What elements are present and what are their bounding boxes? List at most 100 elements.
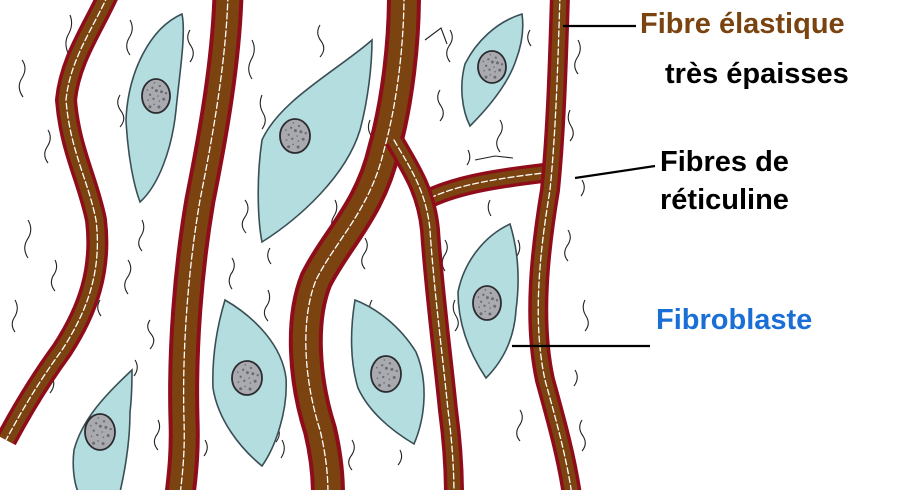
chromatin-speck xyxy=(149,105,152,108)
chromatin-speck xyxy=(95,422,97,424)
chromatin-speck xyxy=(491,61,494,64)
chromatin-speck xyxy=(376,367,378,369)
elastic-fiber xyxy=(6,0,108,440)
chromatin-speck xyxy=(485,289,487,291)
chromatin-speck xyxy=(480,312,483,315)
chromatin-speck xyxy=(250,382,252,384)
chromatin-speck xyxy=(257,374,259,376)
chromatin-speck xyxy=(101,431,103,433)
chromatin-speck xyxy=(245,364,247,366)
chromatin-speck xyxy=(379,372,381,374)
chromatin-speck xyxy=(293,122,295,124)
chromatin-speck xyxy=(377,378,379,380)
chromatin-speck xyxy=(488,302,490,304)
chromatin-speck xyxy=(478,296,480,298)
label-reticulin-fibers-line2: réticuline xyxy=(660,184,789,217)
chromatin-speck xyxy=(250,367,252,369)
elastic-fiber xyxy=(180,0,228,490)
chromatin-speck xyxy=(488,313,491,316)
chromatin-speck xyxy=(155,89,158,92)
chromatin-speck xyxy=(483,305,485,307)
chromatin-speck xyxy=(91,436,93,438)
chromatin-speck xyxy=(385,367,388,370)
chromatin-speck xyxy=(240,376,242,378)
chromatin-speck xyxy=(483,70,485,72)
chromatin-speck xyxy=(490,292,492,294)
chromatin-speck xyxy=(147,99,149,101)
chromatin-speck xyxy=(480,301,482,303)
chromatin-speck xyxy=(249,388,252,391)
chromatin-speck xyxy=(288,134,290,136)
elastic-fiber xyxy=(538,0,572,490)
chromatin-speck xyxy=(244,386,246,388)
chromatin-speck xyxy=(387,373,389,375)
chromatin-speck xyxy=(92,442,95,445)
chromatin-speck xyxy=(493,305,496,308)
chromatin-speck xyxy=(298,125,300,127)
chromatin-speck xyxy=(149,94,151,96)
reticulin-fiber-horizontal xyxy=(430,172,552,198)
chromatin-speck xyxy=(487,58,489,60)
chromatin-speck xyxy=(152,98,154,100)
chromatin-speck xyxy=(489,74,491,76)
chromatin-speck xyxy=(93,430,95,432)
label-fibroblast: Fibroblaste xyxy=(656,304,812,337)
chromatin-speck xyxy=(491,297,494,300)
chromatin-speck xyxy=(305,132,307,134)
chromatin-speck xyxy=(162,98,165,101)
chromatin-speck xyxy=(151,87,153,89)
fibroblast-cell xyxy=(352,300,425,444)
chromatin-speck xyxy=(482,294,484,296)
chromatin-speck xyxy=(478,306,480,308)
chromatin-speck xyxy=(290,127,292,129)
chromatin-speck xyxy=(490,54,492,56)
chromatin-speck xyxy=(485,65,487,67)
chromatin-speck xyxy=(501,63,503,65)
chromatin-speck xyxy=(396,370,398,372)
chromatin-speck xyxy=(153,104,155,106)
chromatin-speck xyxy=(239,387,242,390)
chromatin-speck xyxy=(96,434,98,436)
chromatin-speck xyxy=(90,425,92,427)
chromatin-speck xyxy=(158,100,160,102)
chromatin-speck xyxy=(160,90,163,93)
chromatin-speck xyxy=(243,380,245,382)
chromatin-speck xyxy=(393,376,396,379)
chromatin-speck xyxy=(110,428,112,430)
chromatin-speck xyxy=(484,311,486,313)
chromatin-speck xyxy=(496,61,499,64)
chromatin-speck xyxy=(165,92,167,94)
chromatin-speck xyxy=(242,369,244,371)
chromatin-speck xyxy=(389,362,391,364)
chromatin-speck xyxy=(254,380,257,383)
chromatin-speck xyxy=(489,307,491,309)
chromatin-speck xyxy=(103,437,105,439)
fibroblast-cell xyxy=(73,370,132,490)
chromatin-speck xyxy=(246,371,249,374)
chromatin-speck xyxy=(157,95,159,97)
fibroblast-cell xyxy=(126,14,183,202)
label-reticulin-fibers: Fibres de xyxy=(660,146,789,179)
chromatin-speck xyxy=(485,76,488,79)
fibroblast-cell xyxy=(458,224,518,378)
fibroblast-cell xyxy=(213,300,286,466)
chromatin-speck xyxy=(238,381,240,383)
chromatin-speck xyxy=(390,368,393,371)
chromatin-speck xyxy=(486,296,489,299)
chromatin-speck xyxy=(299,130,302,133)
chromatin-speck xyxy=(493,76,496,79)
chromatin-speck xyxy=(154,82,156,84)
chromatin-speck xyxy=(382,376,384,378)
chromatin-speck xyxy=(147,89,149,91)
fibroblast-cell xyxy=(462,14,523,126)
chromatin-speck xyxy=(389,379,391,381)
chromatin-speck xyxy=(251,372,254,375)
chromatin-speck xyxy=(381,364,383,366)
chromatin-speck xyxy=(378,384,381,387)
chromatin-speck xyxy=(388,384,391,387)
chromatin-speck xyxy=(296,135,298,137)
chromatin-speck xyxy=(237,371,239,373)
chromatin-speck xyxy=(494,71,496,73)
chromatin-speck xyxy=(107,434,110,437)
chromatin-speck xyxy=(248,377,250,379)
